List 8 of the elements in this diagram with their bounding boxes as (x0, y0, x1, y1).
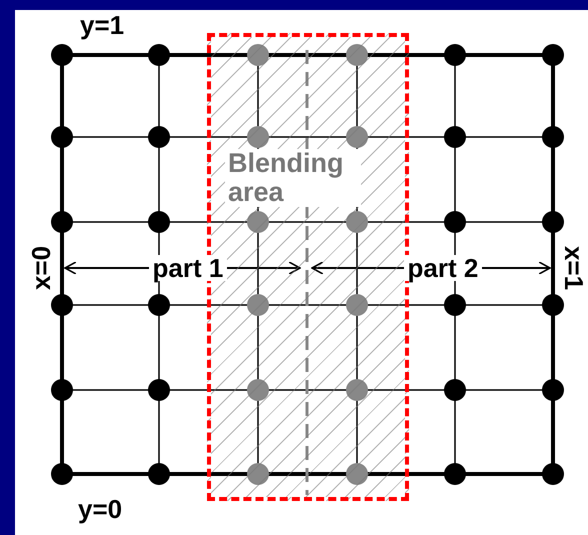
axis-value-label: y=0 (78, 496, 122, 522)
blending-region (207, 33, 409, 501)
region-label: Blending area (225, 149, 361, 208)
part-label: part 1 (148, 255, 228, 281)
part-label: part 2 (404, 255, 482, 281)
axis-value-label: x=0 (28, 246, 54, 290)
axis-value-label: y=1 (80, 12, 124, 38)
axis-value-label: x=1 (561, 246, 588, 290)
